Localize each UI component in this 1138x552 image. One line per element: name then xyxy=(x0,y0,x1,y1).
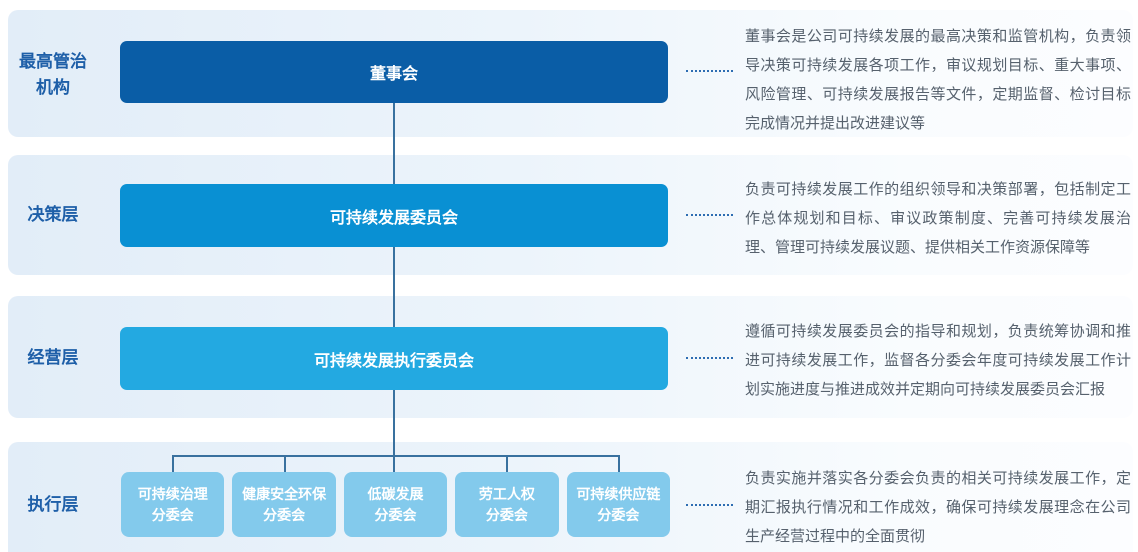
subcommittee-name-line1: 可持续治理 xyxy=(137,485,208,502)
connector-drop-2 xyxy=(284,455,286,473)
dotted-connector-1 xyxy=(686,70,733,72)
node-subcommittee-low-carbon: 低碳发展 分委会 xyxy=(343,472,448,537)
description-governance: 董事会是公司可持续发展的最高决策和监管机构，负责领导决策可持续发展各项工作，审议… xyxy=(745,28,1131,132)
node-board-of-directors: 董事会 xyxy=(120,41,668,103)
description-execution: 负责实施并落实各分委会负责的相关可持续发展工作，定期汇报执行情况和工作成效，确保… xyxy=(745,470,1131,545)
tier-label-governance: 最高管治机构 xyxy=(19,52,87,97)
subcommittee-name-line1: 可持续供应链 xyxy=(576,485,661,502)
subcommittee-name-line2: 分委会 xyxy=(597,506,640,523)
description-decision: 负责可持续发展工作的组织领导和决策部署，包括制定工作总体规划和目标、审议政策制度… xyxy=(745,181,1131,256)
subcommittee-name-line2: 分委会 xyxy=(263,506,306,523)
node-sustainability-executive-committee: 可持续发展执行委员会 xyxy=(120,327,668,390)
subcommittee-row: 可持续治理 分委会 健康安全环保 分委会 低碳发展 分委会 劳工人权 分委会 可… xyxy=(121,472,671,537)
connector-line-2 xyxy=(393,247,395,328)
description-operation: 遵循可持续发展委员会的指导和规划，负责统筹协调和推进可持续发展工作，监督各分委会… xyxy=(745,323,1131,398)
node-sustainability-committee: 可持续发展委员会 xyxy=(120,184,668,247)
dotted-connector-4 xyxy=(686,504,733,506)
subcommittee-name-line2: 分委会 xyxy=(485,506,528,523)
subcommittee-name-line2: 分委会 xyxy=(374,506,417,523)
node-subcommittee-governance: 可持续治理 分委会 xyxy=(121,472,225,537)
node-subcommittee-labor-rights: 劳工人权 分委会 xyxy=(455,472,559,537)
connector-line-1 xyxy=(393,103,395,185)
connector-line-3 xyxy=(393,390,395,473)
connector-drop-1 xyxy=(172,455,174,473)
node-subcommittee-hse: 健康安全环保 分委会 xyxy=(232,472,336,537)
dotted-connector-3 xyxy=(686,357,733,359)
dotted-connector-2 xyxy=(686,214,733,216)
subcommittee-name-line1: 健康安全环保 xyxy=(242,485,327,502)
tier-label-execution: 执行层 xyxy=(27,495,79,514)
connector-rail xyxy=(172,455,620,457)
subcommittee-name-line2: 分委会 xyxy=(151,506,194,523)
connector-drop-5 xyxy=(618,455,620,473)
tier-label-operation: 经营层 xyxy=(27,348,79,367)
subcommittee-name-line1: 低碳发展 xyxy=(367,485,424,502)
subcommittee-name-line1: 劳工人权 xyxy=(478,485,535,502)
tier-label-decision: 决策层 xyxy=(27,205,79,224)
node-subcommittee-supply-chain: 可持续供应链 分委会 xyxy=(566,472,671,537)
connector-drop-4 xyxy=(506,455,508,473)
